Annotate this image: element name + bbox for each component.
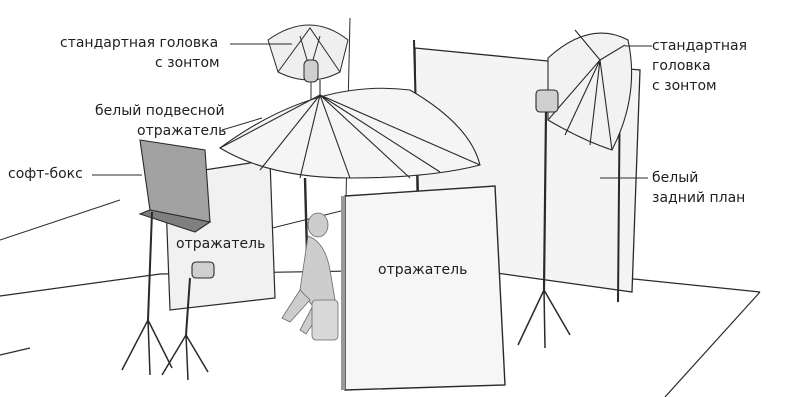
label-standard-head-left-line1: стандартная головка [60,35,218,52]
label-softbox: софт-бокс [8,166,83,183]
label-hanging-reflector-line2: отражатель [137,123,226,140]
leader-hanging-reflector [222,118,262,130]
label-standard-head-right-line2: головка [652,58,711,75]
label-standard-head-left-line2: с зонтом [155,55,220,72]
label-reflector-center: отражатель [378,262,467,279]
label-hanging-reflector-line1: белый подвесной [95,103,225,120]
label-reflector-left: отражатель [176,236,265,253]
label-backdrop-line1: белый [652,170,698,187]
label-backdrop-line2: задний план [652,190,745,207]
label-standard-head-right-line3: с зонтом [652,78,717,95]
label-standard-head-right-line1: стандартная [652,38,747,55]
